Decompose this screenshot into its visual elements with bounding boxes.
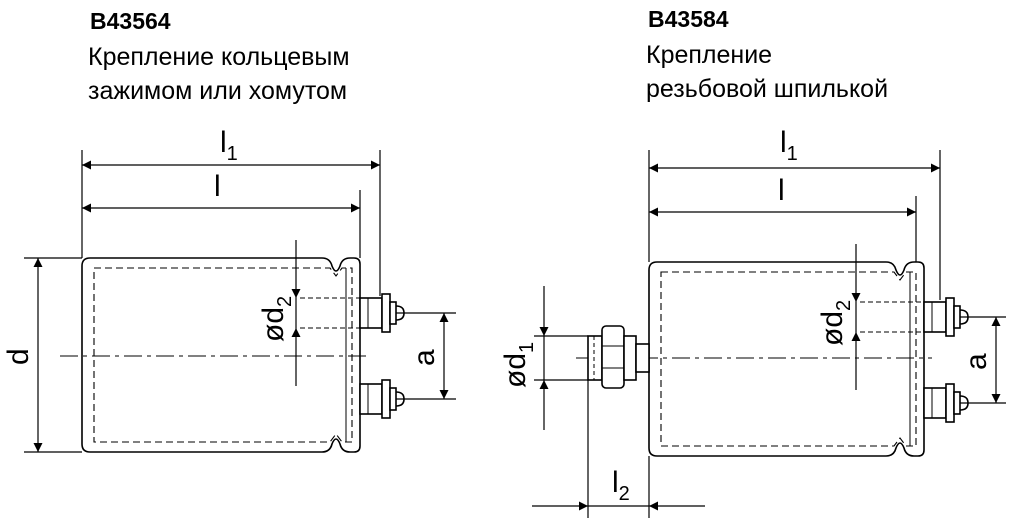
- right-label-l1: l1: [780, 126, 798, 165]
- right-part-code: B43584: [648, 6, 729, 32]
- right-description-line-1: Крепление: [646, 41, 773, 69]
- left-description-line-1: Крепление кольцевым: [88, 43, 350, 71]
- left-terminal-lower: [359, 379, 405, 419]
- left-capacitor-body: [81, 257, 361, 453]
- right-label-d2: ød2: [816, 300, 855, 346]
- right-body-inner-outline: [660, 271, 917, 447]
- left-dimensions: [24, 150, 456, 453]
- right-terminal-upper: [923, 297, 969, 337]
- left-body-inner-outline: [93, 267, 353, 443]
- left-label-d2: ød2: [257, 296, 296, 342]
- left-capacitor-drawing: [60, 257, 405, 453]
- right-dimensions: [532, 150, 1006, 518]
- right-threaded-stud: [587, 325, 650, 389]
- left-label-a: a: [408, 349, 441, 366]
- right-terminal-lower: [923, 383, 969, 423]
- right-description-line-2: резьбовой шпилькой: [646, 75, 889, 103]
- right-capacitor-drawing: [576, 261, 969, 457]
- right-part-description: Крепление резьбовой шпилькой: [646, 38, 888, 106]
- left-description-line-2: зажимом или хомутом: [88, 77, 348, 105]
- left-terminal-upper: [359, 293, 405, 333]
- right-label-a: a: [960, 353, 993, 370]
- right-label-l: l: [778, 174, 785, 207]
- left-part-description: Крепление кольцевым зажимом или хомутом: [88, 40, 350, 108]
- right-capacitor-body: [648, 261, 925, 457]
- left-part-code: B43564: [90, 8, 171, 34]
- left-label-l: l: [214, 170, 221, 203]
- right-label-d1: ød1: [499, 342, 538, 388]
- left-label-l1: l1: [220, 126, 238, 165]
- right-label-l2: l2: [612, 466, 630, 505]
- left-label-d: d: [2, 348, 35, 365]
